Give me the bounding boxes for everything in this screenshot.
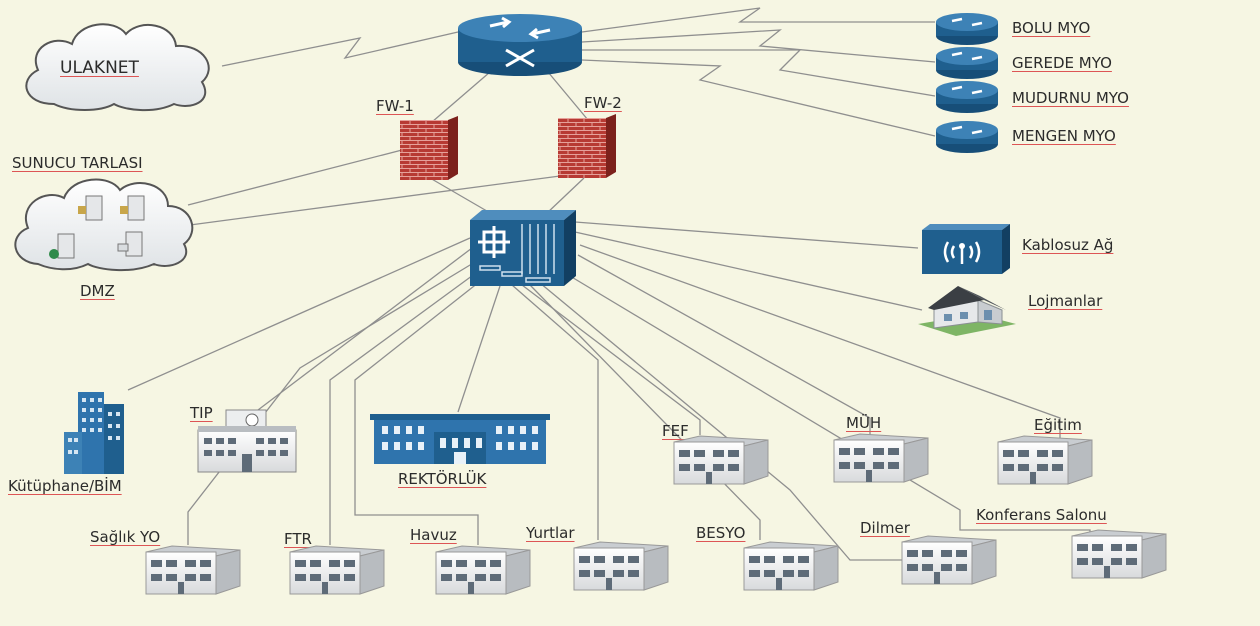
faculty-building-icon	[1071, 529, 1167, 579]
wireless-access-point-icon	[922, 224, 1010, 274]
building-label: FEF	[662, 422, 689, 440]
building-label: FTR	[284, 530, 312, 548]
building-label: Kütüphane/BİM	[8, 477, 122, 495]
faculty-building-icon	[289, 545, 385, 595]
wireless-label: Kablosuz Ağ	[1022, 236, 1114, 254]
server-farm-title: SUNUCU TARLASI	[12, 154, 143, 172]
faculty-building-icon	[901, 535, 997, 585]
server-icon	[120, 195, 145, 221]
core-router-icon	[458, 14, 582, 76]
faculty-building-icon	[145, 545, 241, 595]
building-label: Sağlık YO	[90, 528, 161, 546]
faculty-building-icon	[743, 541, 839, 591]
faculty-building-icon	[997, 435, 1093, 485]
rectorate-building-icon	[370, 414, 550, 464]
internet-label: ULAKNET	[60, 58, 139, 78]
core-switch-icon	[470, 210, 576, 286]
server-farm-cloud-icon	[14, 178, 194, 272]
router-icon	[936, 13, 998, 45]
house-icon	[918, 286, 1016, 336]
faculty-building-icon	[673, 435, 769, 485]
server-farm-subtitle: DMZ	[80, 282, 115, 300]
router-icon	[936, 81, 998, 113]
server-icon	[78, 195, 103, 221]
housing-label: Lojmanlar	[1028, 292, 1103, 310]
building-label: Eğitim	[1034, 416, 1082, 434]
building-label: TIP	[190, 404, 213, 422]
router-icon	[936, 121, 998, 153]
faculty-building-icon	[435, 545, 531, 595]
building-label: Yurtlar	[526, 524, 575, 542]
faculty-building-icon	[573, 541, 669, 591]
server-icon	[117, 231, 143, 257]
building-label: BESYO	[696, 524, 746, 542]
remote-site-label: MENGEN MYO	[1012, 127, 1116, 145]
server-icon	[49, 233, 75, 259]
building-label: Dilmer	[860, 519, 910, 537]
firewall-icon	[558, 114, 616, 178]
faculty-building-icon	[833, 433, 929, 483]
firewall-icon	[400, 116, 458, 180]
library-building-icon	[64, 392, 124, 474]
building-label: MÜH	[846, 414, 882, 432]
internet-cloud-icon	[25, 23, 210, 112]
hospital-building-icon	[197, 409, 297, 473]
firewall-label: FW-1	[376, 97, 414, 115]
remote-site-label: MUDURNU MYO	[1012, 89, 1129, 107]
building-label: REKTÖRLÜK	[398, 470, 487, 488]
firewall-label: FW-2	[584, 94, 622, 112]
router-icon	[936, 47, 998, 79]
building-label: Konferans Salonu	[976, 506, 1107, 524]
remote-site-label: GEREDE MYO	[1012, 54, 1112, 72]
remote-site-label: BOLU MYO	[1012, 19, 1091, 37]
building-label: Havuz	[410, 526, 457, 544]
